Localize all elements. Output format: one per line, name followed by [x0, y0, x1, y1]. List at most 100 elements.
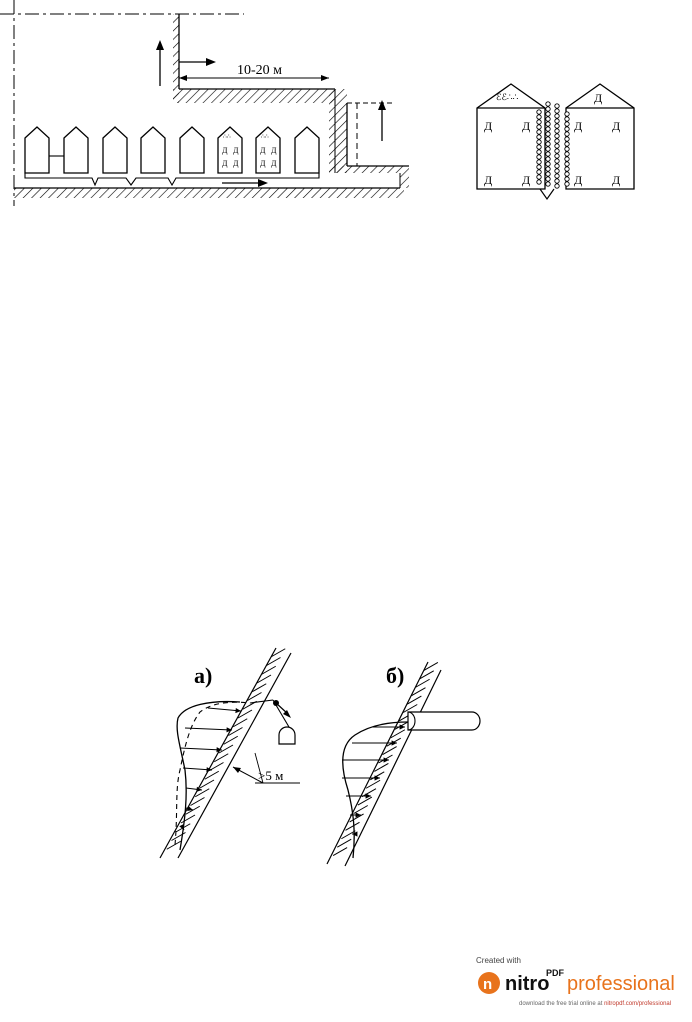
charge-bead	[536, 114, 542, 120]
svg-text:Д: Д	[484, 173, 492, 187]
charge-bead	[564, 146, 570, 152]
charge-bead	[564, 166, 570, 172]
charge-bead	[554, 118, 560, 124]
charge-bead	[554, 138, 560, 144]
hatch-tick	[223, 735, 238, 745]
charge-bead	[554, 173, 560, 179]
hatch-tick	[415, 678, 430, 688]
charge-bead	[564, 161, 570, 167]
charge-bead	[554, 178, 560, 184]
charge-bead	[564, 131, 570, 137]
svg-text:Д: Д	[233, 159, 239, 168]
charge-bead	[536, 179, 542, 185]
hatch-tick	[382, 746, 397, 756]
charge-bead	[536, 154, 542, 160]
charge-bead	[545, 111, 551, 117]
hatch-tick	[190, 797, 205, 806]
watermark-link: nitropdf.com/professional	[604, 1001, 671, 1007]
charge-bead	[545, 141, 551, 147]
chamber	[179, 126, 205, 174]
hatch-tick	[419, 670, 434, 680]
charge-bead	[554, 103, 560, 109]
arrow-head-icon	[383, 757, 389, 763]
watermark-tagline: download the free trial online at	[519, 1001, 604, 1007]
charge-bead	[545, 136, 551, 142]
svg-text:Д: Д	[222, 159, 228, 168]
hatch-tick	[199, 779, 215, 789]
hatch-tick	[237, 709, 253, 719]
arrow-head-icon	[187, 806, 193, 811]
charge-bead	[554, 123, 560, 129]
hatch-tick	[341, 830, 356, 840]
arrow-head-icon	[206, 767, 212, 773]
chamber	[102, 126, 128, 174]
hatch-step	[329, 166, 409, 173]
svg-text:∴∴: ∴∴	[223, 134, 231, 140]
hatch-tick	[209, 762, 224, 771]
distance-label: >5 м	[258, 768, 283, 783]
charge-bead	[554, 133, 560, 139]
hatch-tick	[394, 720, 410, 730]
charge-bead	[536, 149, 542, 155]
charge-bead	[564, 176, 570, 182]
charge-bead	[536, 174, 542, 180]
charge-bead	[536, 169, 542, 175]
charge-bead	[545, 116, 551, 122]
charge-bead	[545, 101, 551, 107]
charge-bead	[545, 161, 551, 167]
arrow-motion-icon	[258, 179, 268, 187]
hatch-tick	[337, 838, 352, 848]
charge-bead	[564, 151, 570, 157]
charge-bead	[554, 183, 560, 189]
arrow-head-icon	[352, 831, 358, 837]
charge-bead	[536, 159, 542, 165]
hatch-tick	[403, 704, 418, 713]
hatch-tick	[374, 762, 389, 772]
double-chamber-diagram: ℰℰ∴∴ Д Д Д Д Д Д Д Д Д	[476, 83, 635, 201]
svg-text:Д: Д	[522, 119, 530, 133]
chamber	[63, 126, 89, 174]
charge-bead	[564, 126, 570, 132]
hatch-tick	[357, 796, 373, 806]
hatch-wall-right	[329, 89, 347, 173]
svg-text:Д: Д	[233, 146, 239, 155]
hatch-floor	[14, 188, 404, 198]
svg-text:download the free trial online: download the free trial online at nitrop…	[519, 1001, 671, 1007]
arrow-head-icon	[235, 707, 241, 714]
hatch-tick	[261, 665, 276, 675]
hatch-tick	[180, 814, 196, 824]
svg-text:Д: Д	[271, 159, 277, 168]
charge-bead	[564, 181, 570, 187]
charge-bead	[545, 166, 551, 172]
charge-bead	[536, 109, 542, 115]
arrow-head-icon	[399, 724, 405, 730]
charge-bead	[545, 146, 551, 152]
hatch-tick	[233, 718, 248, 728]
hatch-tick	[271, 648, 286, 658]
svg-text:n: n	[483, 976, 492, 993]
charge-bead	[545, 171, 551, 177]
charge-bead	[536, 124, 542, 130]
charge-bead	[554, 113, 560, 119]
charge-bead	[564, 171, 570, 177]
charge-bead	[554, 158, 560, 164]
charge-bead	[564, 116, 570, 122]
hatch-tick	[365, 779, 381, 789]
arrow-head-icon	[374, 775, 380, 781]
hatch-tick	[266, 657, 281, 666]
svg-text:Д: Д	[260, 146, 266, 155]
chamber	[140, 126, 166, 174]
charge-bead	[545, 181, 551, 187]
hatch-tick	[353, 805, 368, 814]
charge-bead	[564, 141, 570, 147]
charge-bead	[536, 144, 542, 150]
arrow-head-icon	[196, 786, 202, 792]
hatch-tick	[407, 695, 422, 705]
hatch-tick	[411, 687, 426, 697]
charge-bead	[554, 153, 560, 159]
hatch-tick	[390, 729, 406, 739]
arrow-head-icon	[226, 727, 232, 733]
